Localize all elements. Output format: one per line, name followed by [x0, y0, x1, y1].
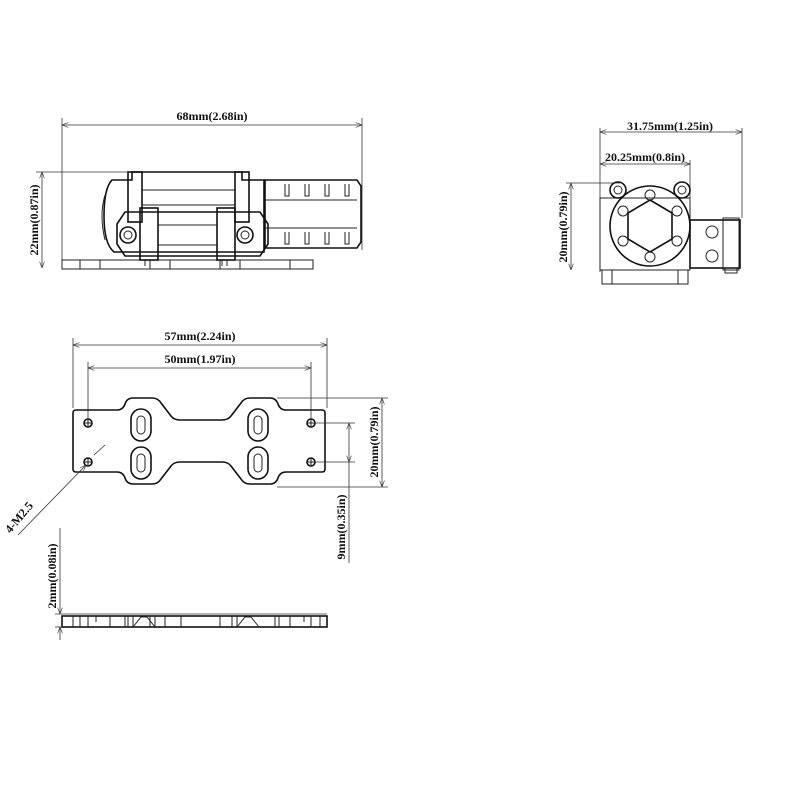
total-width-label: 31.75mm(1.25in): [627, 119, 713, 133]
hole-vertical-spacing-label: 9mm(0.35in): [334, 495, 348, 560]
overall-length-label: 57mm(2.24in): [165, 329, 236, 343]
winch-front-view: 31.75mm(1.25in) 20.25mm(0.8in) 20mm(0.79…: [556, 119, 743, 285]
winch-side-view: 68mm(2.68in) 22mm(0.87in): [27, 109, 363, 270]
hole-spacing-label: 50mm(1.97in): [165, 352, 236, 366]
height-label: 22mm(0.87in): [27, 185, 41, 256]
plate-width-label: 20mm(0.79in): [367, 407, 381, 478]
thickness-label: 2mm(0.08in): [45, 544, 59, 609]
slots: [130, 408, 269, 480]
body-width-label: 20.25mm(0.8in): [605, 150, 685, 164]
front-height-label: 20mm(0.79in): [556, 192, 570, 263]
mounting-holes: [83, 418, 316, 467]
hole-callout-label: 4-M2.5: [2, 499, 36, 536]
mounting-plate-top-view: 57mm(2.24in) 50mm(1.97in) 20mm(0.79in) 9…: [2, 329, 388, 563]
mounting-plate-side-view: 2mm(0.08in): [45, 528, 328, 640]
length-label: 68mm(2.68in): [177, 109, 248, 123]
